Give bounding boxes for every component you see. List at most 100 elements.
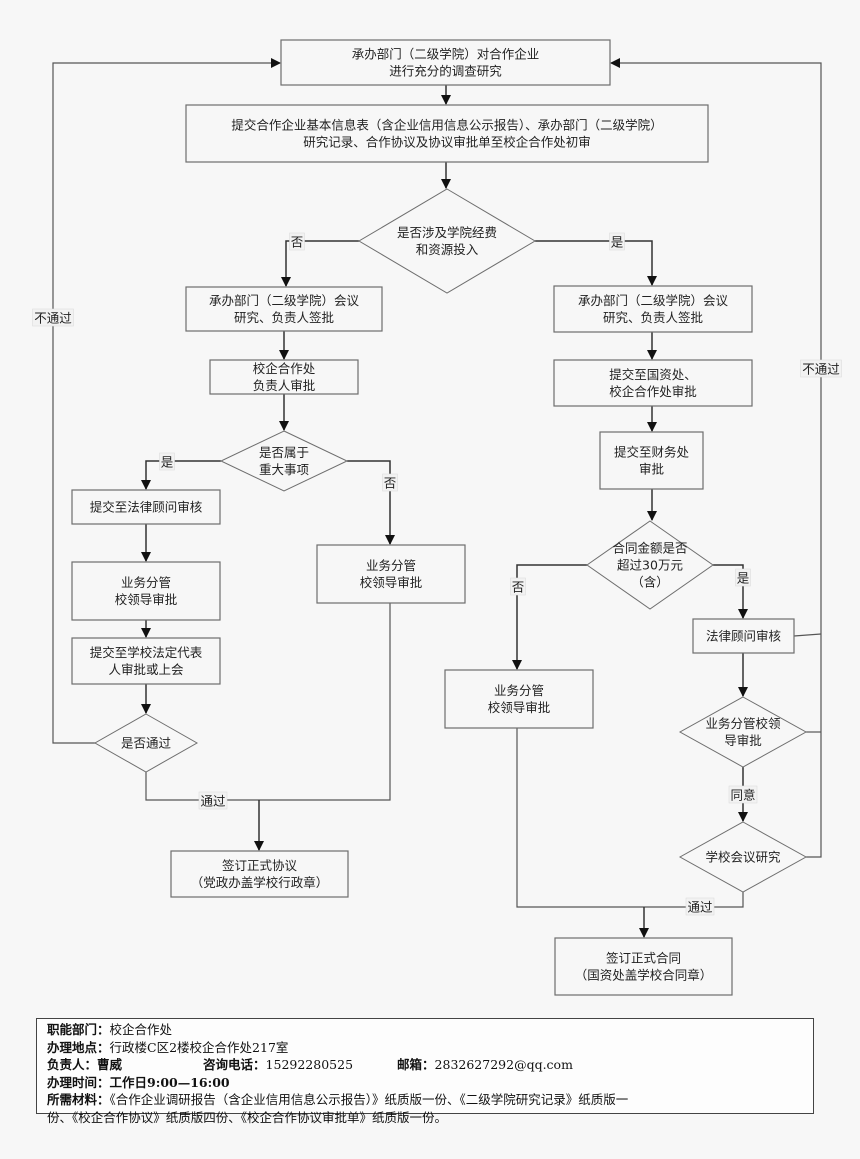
edge-label-major-yes: 是 [159, 452, 175, 471]
materials-label: 所需材料： [47, 1092, 110, 1107]
svg-text:不通过: 不通过 [34, 311, 72, 326]
node-text-line: 研究、负责人签批 [234, 310, 334, 325]
materials-line-1: 所需材料：《合作企业调研报告（含企业信用信息公示报告）》纸质版一份、《二级学院研… [47, 1091, 813, 1109]
node-right-legal-review: 法律顾问审核 [692, 618, 795, 654]
edge-label-left-pass: 通过 [198, 791, 228, 810]
node-text-line: 业务分管 [366, 558, 416, 573]
decision-diamond [586, 520, 714, 610]
node-text-line: 研究、负责人签批 [603, 310, 703, 325]
edge-amount-no [512, 564, 587, 670]
node-text-line: 提交至法律顾问审核 [90, 500, 203, 515]
owner-label: 负责人： [47, 1057, 98, 1072]
svg-text:通过: 通过 [687, 900, 713, 915]
node-text-line: 提交合作企业基本信息表（含企业信用信息公示报告）、承办部门（二级学院） [231, 118, 662, 133]
svg-text:是: 是 [161, 455, 174, 470]
edge-label-amount-yes: 是 [735, 568, 751, 587]
location-line: 办理地点：行政楼C区2楼校企合作处217室 [47, 1039, 813, 1057]
decision-diamond [678, 821, 808, 893]
node-text-line: 校领导审批 [115, 592, 178, 607]
node-assets-office: 提交至国资处、校企合作处审批 [553, 359, 753, 407]
svg-text:不通过: 不通过 [802, 362, 840, 377]
process-box [185, 104, 709, 163]
node-text-line: 业务分管 [494, 683, 544, 698]
hours-value: 工作日9:00—16:00 [109, 1074, 230, 1090]
node-text-line: 审批 [639, 462, 664, 477]
node-text-line: 学校会议研究 [705, 850, 781, 865]
node-text-line: 研究记录、合作协议及协议审批单至校企合作处初审 [303, 135, 591, 150]
node-text-line: 签订正式合同 [606, 951, 681, 966]
process-box [553, 359, 753, 407]
edge-label-right-pass: 通过 [685, 897, 715, 916]
node-text-line: 校领导审批 [488, 700, 551, 715]
node-left-legal-review: 提交至法律顾问审核 [71, 489, 221, 525]
process-box [316, 544, 466, 604]
phone-value: 15292280525 [265, 1057, 354, 1072]
node-text-line: 承办部门（二级学院）会议 [209, 293, 360, 308]
node-text-line: 提交至国资处、 [609, 367, 697, 382]
decision-diamond [358, 188, 536, 294]
edge-label-right-reject: 不通过 [800, 359, 842, 378]
node-pass-decision: 是否通过 [93, 713, 199, 773]
dept-value: 校企合作处 [109, 1022, 173, 1037]
node-text-line: 人审批或上会 [108, 662, 184, 677]
node-sign-agreement: 签订正式协议（党政办盖学校行政章） [170, 850, 349, 898]
process-box [209, 359, 359, 395]
edge-left-pass-merge [145, 603, 391, 801]
node-school-meeting: 学校会议研究 [678, 821, 808, 893]
process-box [692, 618, 795, 654]
phone-label: 咨询电话： [203, 1057, 266, 1072]
email-value[interactable]: 2832627292@qq.com [434, 1057, 573, 1072]
decision-diamond [678, 696, 808, 768]
edge-left-reject-loop [52, 58, 281, 744]
hours-label: 办理时间： [47, 1074, 110, 1090]
node-text-line: 是否属于 [259, 445, 309, 460]
node-text-line: 合同金额是否 [612, 541, 687, 556]
process-box [599, 431, 704, 490]
node-text-line: 重大事项 [259, 462, 309, 477]
edge-label-major-no: 否 [382, 473, 398, 492]
node-submit-initial: 提交合作企业基本信息表（含企业信用信息公示报告）、承办部门（二级学院） 研究记录、… [185, 104, 709, 163]
node-text-line: （党政办盖学校行政章） [191, 875, 329, 890]
edge-major-no [347, 460, 395, 545]
owner-value: 曹威 [97, 1057, 123, 1072]
edge-legal-reject [793, 633, 822, 637]
node-text-line: 法律顾问审核 [706, 629, 782, 644]
location-value: 行政楼C区2楼校企合作处217室 [109, 1039, 289, 1055]
edge-label-left-reject: 不通过 [32, 308, 74, 327]
node-text-line: 是否通过 [121, 736, 172, 751]
node-text-line: 校企合作处 [253, 361, 316, 376]
process-box [71, 489, 221, 525]
node-text-line: 校领导审批 [360, 575, 423, 590]
node-text-line: 承办部门（二级学院）会议 [578, 293, 729, 308]
process-box [553, 285, 753, 333]
node-text-line: 承办部门（二级学院）对合作企业 [352, 47, 540, 62]
materials-line-2: 份、《校企合作协议》纸质版四份、《校企合作协议审批单》纸质版一份。 [47, 1109, 813, 1127]
edge-funding-no [281, 240, 359, 287]
location-label: 办理地点： [47, 1039, 110, 1055]
approval-flowchart: 承办部门（二级学院）对合作企业进行充分的调查研究提交合作企业基本信息表（含企业信… [32, 39, 842, 996]
node-text-line: 业务分管 [121, 575, 171, 590]
edge-major-yes [141, 460, 221, 490]
process-box [280, 39, 611, 86]
node-text-line: 是否涉及学院经费 [397, 225, 497, 240]
svg-text:否: 否 [512, 580, 525, 595]
email-label: 邮箱： [397, 1057, 435, 1072]
node-text-line: 负责人审批 [253, 378, 316, 393]
edge-right-reject-loop [610, 58, 822, 858]
node-text-line: 提交至财务处 [614, 445, 690, 460]
edge-label-funding-no: 否 [289, 232, 305, 251]
contact-info-panel: 职能部门：校企合作处 办理地点：行政楼C区2楼校企合作处217室 负责人：曹威 咨… [36, 1018, 814, 1125]
dept-line: 职能部门：校企合作处 [47, 1021, 813, 1039]
process-box [554, 937, 733, 996]
node-right-dept-meeting: 承办部门（二级学院）会议研究、负责人签批 [553, 285, 753, 333]
node-text-line: 进行充分的调查研究 [389, 64, 502, 79]
